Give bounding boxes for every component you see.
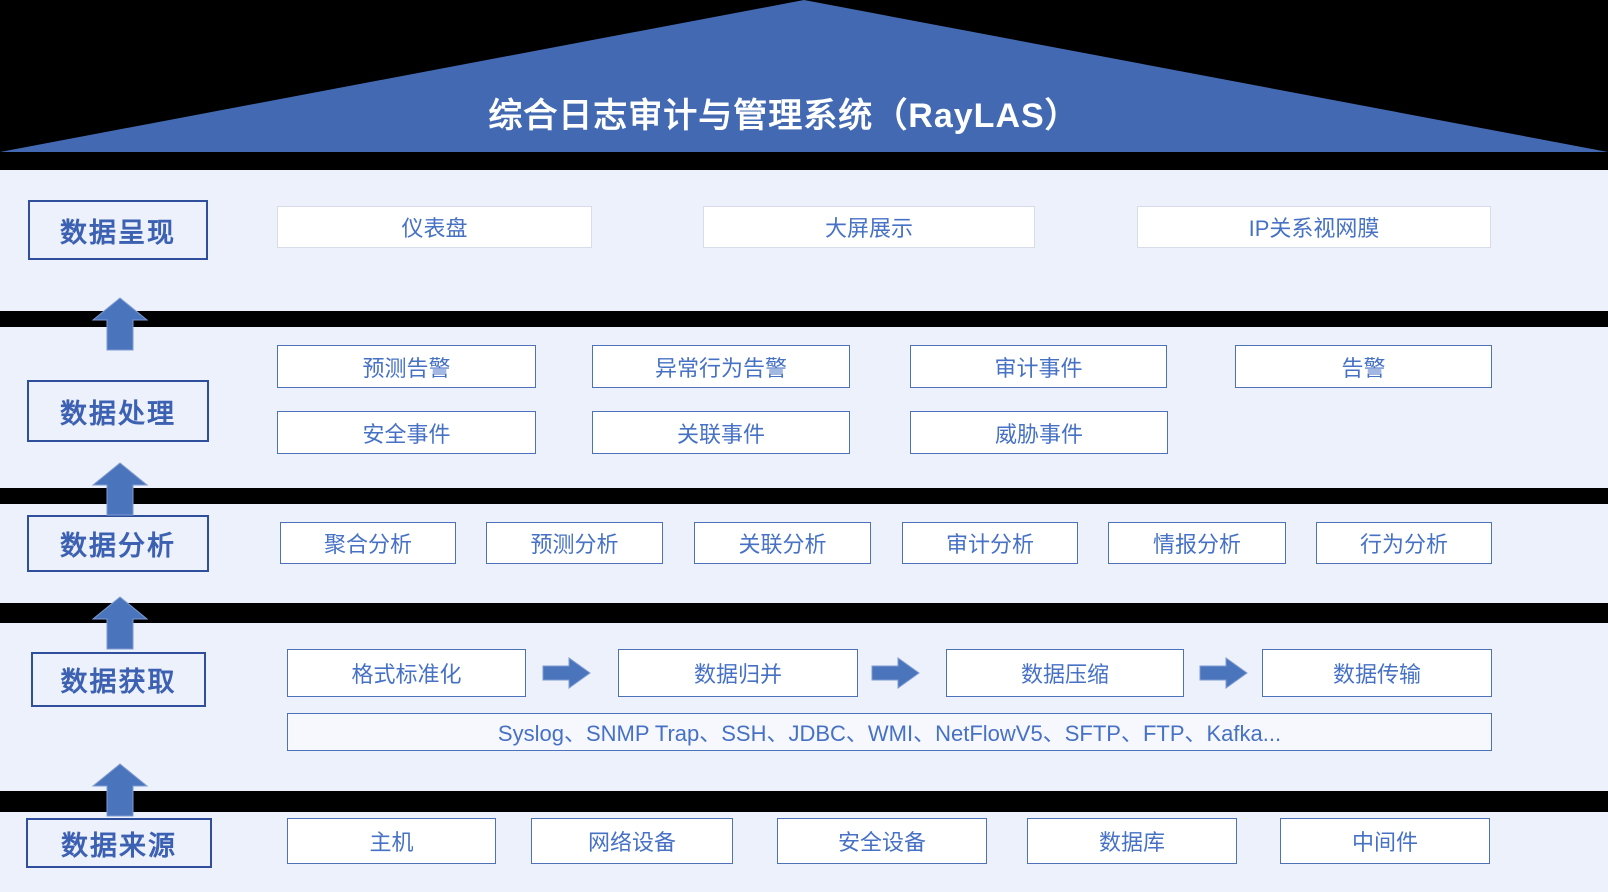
aggregation-analysis-box: 聚合分析 <box>280 522 456 564</box>
dashboard-box: 仪表盘 <box>277 206 592 248</box>
correlation-analysis-box: 关联分析 <box>694 522 871 564</box>
middleware-box: 中间件 <box>1280 818 1490 864</box>
layer-processing: 数据处理 预测告警 异常行为告警 审计事件 告警 安全事件 关联事件 威胁事件 <box>0 327 1608 488</box>
security-event-box: 安全事件 <box>277 411 536 454</box>
database-box: 数据库 <box>1027 818 1237 864</box>
host-box: 主机 <box>287 818 496 864</box>
right-arrow-icon-1 <box>542 657 591 689</box>
sources-layer-label: 数据来源 <box>26 818 212 868</box>
up-arrow-icon-1 <box>91 297 149 351</box>
abnormal-behavior-alarm-box: 异常行为告警 <box>592 345 850 388</box>
behavior-analysis-box: 行为分析 <box>1316 522 1492 564</box>
up-arrow-icon-3 <box>91 596 149 650</box>
format-standardization-box: 格式标准化 <box>287 649 526 697</box>
prediction-analysis-box: 预测分析 <box>486 522 663 564</box>
data-merge-box: 数据归并 <box>618 649 858 697</box>
threat-event-box: 威胁事件 <box>910 411 1168 454</box>
audit-event-box: 审计事件 <box>910 345 1167 388</box>
layer-presentation: 数据呈现 仪表盘 大屏展示 IP关系视网膜 <box>0 170 1608 311</box>
acquisition-layer-label: 数据获取 <box>31 652 206 707</box>
analysis-layer-label: 数据分析 <box>27 515 209 572</box>
up-arrow-icon-4 <box>91 763 149 817</box>
big-screen-box: 大屏展示 <box>703 206 1035 248</box>
system-title: 综合日志审计与管理系统（RayLAS） <box>488 97 1080 135</box>
right-arrow-icon-3 <box>1199 657 1248 689</box>
presentation-layer-label: 数据呈现 <box>28 200 208 260</box>
security-device-box: 安全设备 <box>777 818 987 864</box>
roof-banner: 综合日志审计与管理系统（RayLAS） <box>0 0 1608 152</box>
intelligence-analysis-box: 情报分析 <box>1108 522 1286 564</box>
right-arrow-icon-2 <box>871 657 920 689</box>
audit-analysis-box: 审计分析 <box>902 522 1078 564</box>
layer-acquisition: 数据获取 格式标准化 数据归并 数据压缩 数据传输 Syslog、SNMP Tr… <box>0 623 1608 791</box>
ip-relation-retina-box: IP关系视网膜 <box>1137 206 1491 248</box>
alarm-box: 告警 <box>1235 345 1492 388</box>
up-arrow-icon-2 <box>91 462 149 516</box>
protocols-box: Syslog、SNMP Trap、SSH、JDBC、WMI、NetFlowV5、… <box>287 713 1492 751</box>
network-device-box: 网络设备 <box>531 818 733 864</box>
data-transfer-box: 数据传输 <box>1262 649 1492 697</box>
correlation-event-box: 关联事件 <box>592 411 850 454</box>
data-compression-box: 数据压缩 <box>946 649 1184 697</box>
predict-alarm-box: 预测告警 <box>277 345 536 388</box>
layer-sources: 数据来源 主机 网络设备 安全设备 数据库 中间件 <box>0 812 1608 892</box>
layer-analysis: 数据分析 聚合分析 预测分析 关联分析 审计分析 情报分析 行为分析 <box>0 504 1608 603</box>
processing-layer-label: 数据处理 <box>27 380 209 442</box>
